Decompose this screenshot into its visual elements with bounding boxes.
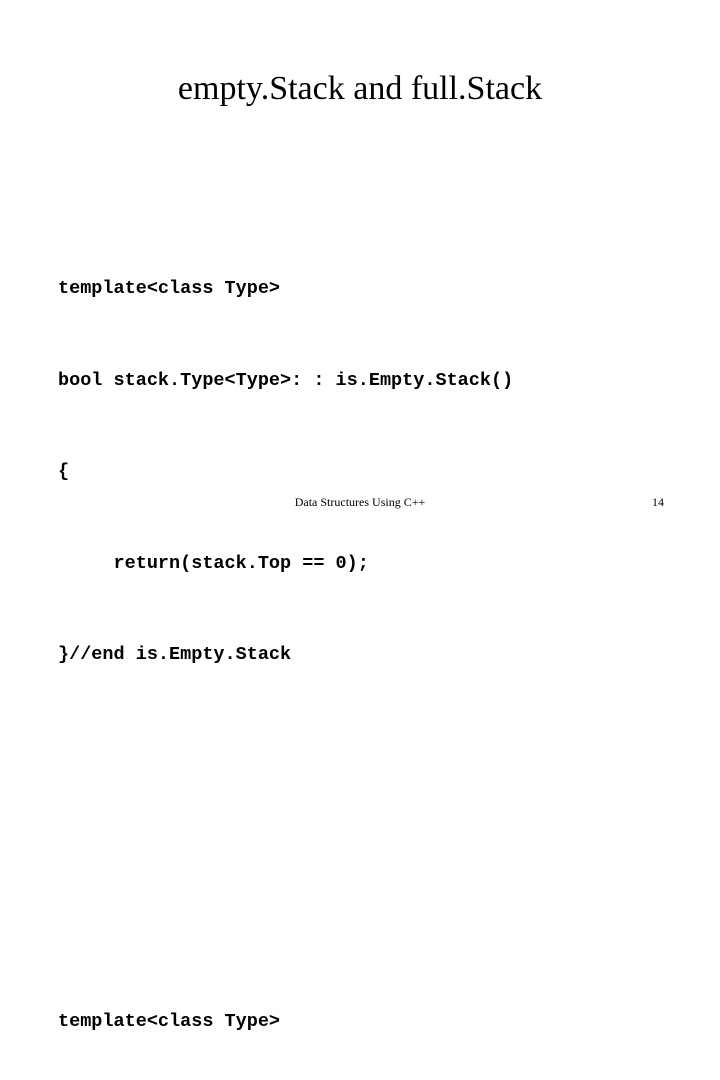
slide-number: 14 (652, 494, 664, 510)
code-line: }//end is.Empty.Stack (58, 640, 678, 671)
code-block-empty-stack: template<class Type> bool stack.Type<Typ… (58, 213, 678, 732)
page-title: empty.Stack and full.Stack (0, 68, 720, 110)
code-line: bool stack.Type<Type>: : is.Empty.Stack(… (58, 366, 678, 397)
code-line: template<class Type> (58, 1006, 678, 1038)
code-body: template<class Type> bool stack.Type<Typ… (58, 152, 678, 1080)
slide: empty.Stack and full.Stack template<clas… (0, 0, 720, 540)
footer-book-title: Data Structures Using C++ (0, 494, 720, 510)
code-block-separator (58, 823, 678, 853)
code-line: { (58, 457, 678, 488)
code-line: return(stack.Top == 0); (58, 549, 678, 580)
code-block-full-stack: template<class Type> bool stack.Type<Typ… (58, 945, 678, 1080)
code-line: template<class Type> (58, 274, 678, 305)
